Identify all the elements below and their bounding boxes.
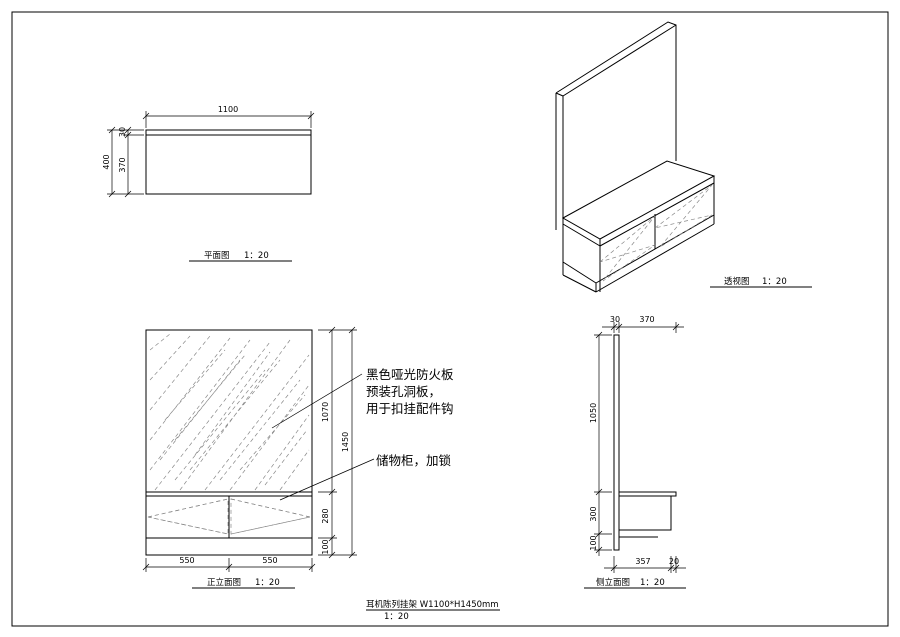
drawing-scale: 1：20 [384,612,409,622]
side-elevation: 30 370 1050 300 100 357 20 侧立面图 1：20 [584,315,686,589]
note1-leader [271,373,363,429]
note1-line3: 用于扣挂配件钩 [366,401,454,416]
front-outline [145,329,313,556]
side-top-left-dim: 30 [610,315,620,324]
front-left-width-dim: 550 [179,556,194,565]
side-back-panel [613,334,620,551]
front-right-width-dim: 550 [262,556,277,565]
side-title: 侧立面图 [596,577,630,588]
sheet-border [11,11,889,627]
perspective-view: 透视图 1：20 [555,21,812,293]
plan-depth-top-dim: 30 [118,127,127,137]
note1-line2: 预装孔洞板， [366,384,441,399]
side-bottom-right-dim: 20 [669,557,679,566]
side-scale: 1：20 [640,578,665,588]
front-left-drawer-diamond [147,498,229,535]
pegboard-hatch [149,333,310,491]
note2-leader [279,458,375,501]
front-upper-height-dim: 1070 [321,402,330,422]
side-base-height-dim: 100 [589,535,598,550]
side-top-right-dim: 370 [639,315,654,324]
plan-width-dim: 1100 [218,105,238,114]
front-right-drawer-diamond [230,498,311,535]
front-base-height-dim: 100 [321,539,330,554]
plan-scale: 1：20 [244,251,269,261]
plan-title: 平面图 [204,251,230,261]
front-title: 正立面图 [207,577,241,588]
drawing-title: 耳机陈列挂架 W1100*H1450mm [366,599,499,610]
perspective-scale: 1：20 [762,277,787,287]
front-cabinet-height-dim: 280 [321,508,330,523]
note2: 储物柜，加锁 [376,453,452,468]
side-upper-height-dim: 1050 [589,403,598,423]
drawing-title-block: 耳机陈列挂架 W1100*H1450mm 1：20 [366,599,500,622]
plan-view: 1100 400 30 370 平面图 1：20 [102,105,315,262]
front-scale: 1：20 [255,578,280,588]
front-total-height-dim: 1450 [341,432,350,452]
plan-depth-total-dim: 400 [102,154,111,169]
note1-line1: 黑色哑光防火板 [366,367,454,382]
side-bottom-dim: 357 [635,557,650,566]
plan-body [145,129,312,195]
front-elevation: 550 550 1070 1450 280 100 黑色哑光防火板 预装孔洞板，… [142,326,454,589]
side-cabinet-height-dim: 300 [589,506,598,521]
perspective-title: 透视图 [724,276,750,287]
plan-depth-body-dim: 370 [118,157,127,172]
